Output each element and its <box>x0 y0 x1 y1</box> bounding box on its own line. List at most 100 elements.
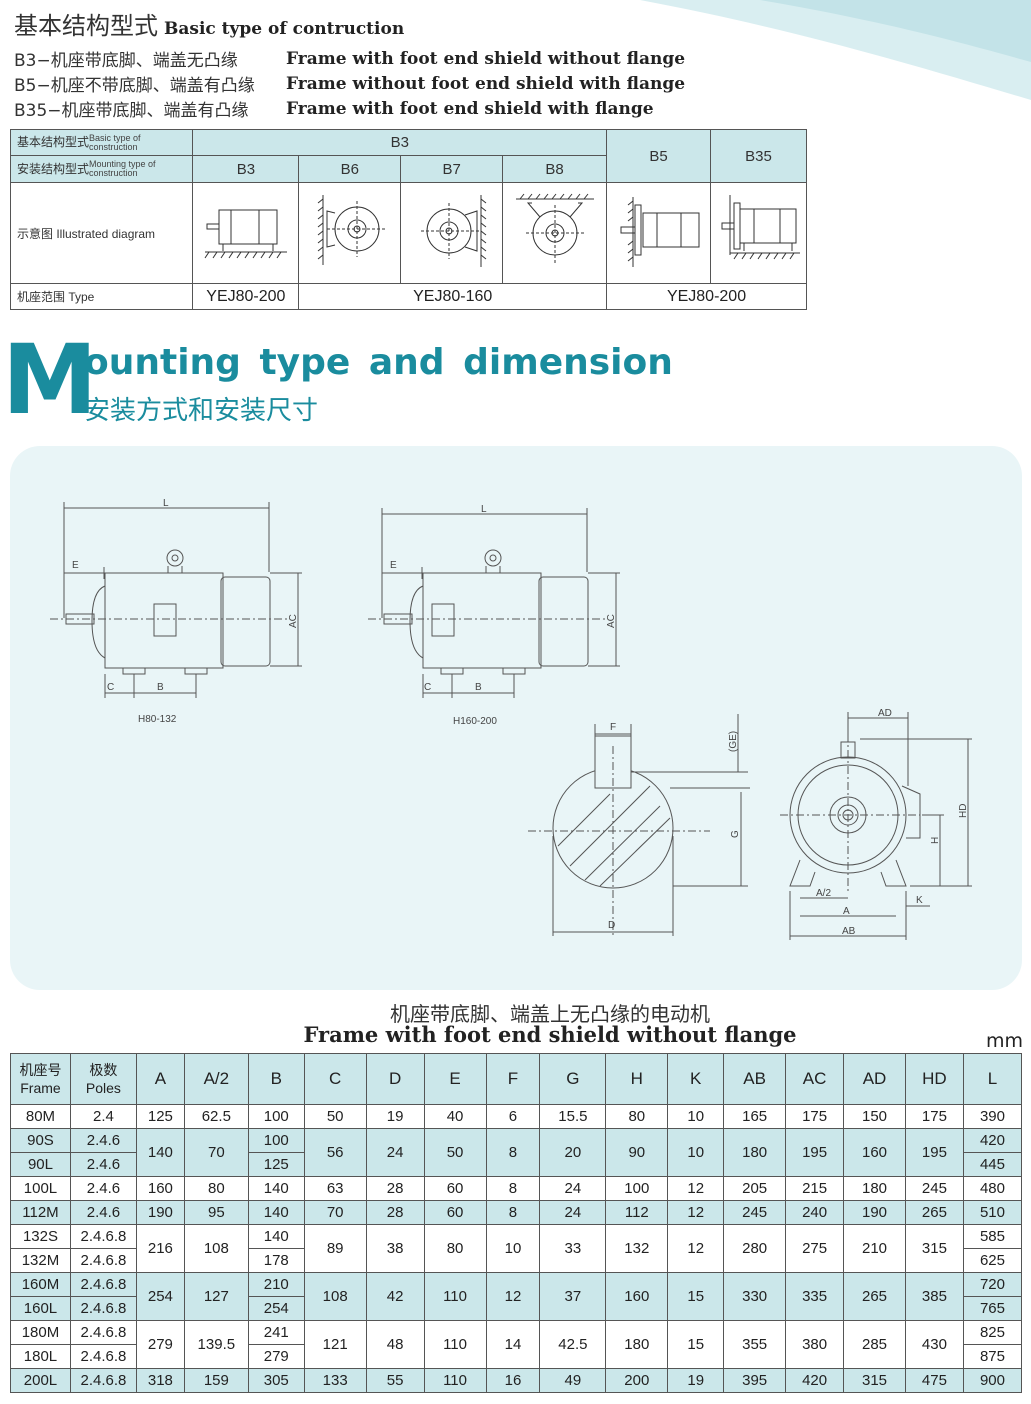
cell-B: 210 <box>247 1272 305 1297</box>
type-cn: B3−机座带底脚、端盖无凸缘 <box>14 51 238 71</box>
cell-AC: 195 <box>785 1128 845 1177</box>
motor-b3-diagram <box>204 209 287 259</box>
cell-B: 279 <box>247 1344 305 1369</box>
cell-A: 216 <box>135 1224 185 1273</box>
cell-AD: 190 <box>843 1200 906 1225</box>
cell-AC: 275 <box>785 1224 845 1273</box>
cell-HD: 385 <box>904 1272 964 1321</box>
cell-G: 37 <box>539 1272 607 1321</box>
cell-A2: 80 <box>183 1176 249 1201</box>
motor-b35-diagram <box>721 195 800 260</box>
motor-front-view <box>780 712 972 940</box>
mount-b8: B8 <box>502 155 608 183</box>
header-col: AD <box>843 1053 906 1105</box>
dim-G: G <box>730 830 741 838</box>
cell-AB: 330 <box>723 1272 787 1321</box>
cell-G: 20 <box>539 1128 607 1177</box>
diagram-b35 <box>710 182 807 284</box>
dim-AB: AB <box>842 926 856 937</box>
cell-B: 125 <box>247 1152 305 1177</box>
cell-frame: 180L <box>10 1344 71 1369</box>
cell-D: 48 <box>365 1320 425 1369</box>
cell-frame: 90L <box>10 1152 71 1177</box>
cell-E: 60 <box>423 1176 487 1201</box>
cell-A: 318 <box>135 1368 185 1393</box>
cell-A2: 108 <box>183 1224 249 1273</box>
cell-L: 825 <box>962 1320 1023 1345</box>
type-list: B3−机座带底脚、端盖无凸缘 Frame with foot end shiel… <box>14 46 685 122</box>
cell-B: 178 <box>247 1248 305 1273</box>
dim-F: F <box>610 722 616 733</box>
cell-C: 50 <box>303 1104 367 1129</box>
dim-AC: AC <box>606 614 617 628</box>
cell-A2: 127 <box>183 1272 249 1321</box>
cell-G: 24 <box>539 1176 607 1201</box>
cell-A2: 70 <box>183 1128 249 1177</box>
cell-L: 445 <box>962 1152 1023 1177</box>
dim-A2: A/2 <box>816 888 831 899</box>
cell-AC: 240 <box>785 1200 845 1225</box>
dim-C: C <box>424 682 431 693</box>
cell-C: 56 <box>303 1128 367 1177</box>
cell-C: 70 <box>303 1200 367 1225</box>
cell-HD: 475 <box>904 1368 964 1393</box>
header-col: D <box>365 1053 425 1105</box>
cell-E: 110 <box>423 1320 487 1369</box>
cell-L: 765 <box>962 1296 1023 1321</box>
dimension-diagram-panel: L E C B AC H80-132 L E C B AC H160-200 F… <box>10 446 1022 990</box>
diagram-b8 <box>502 182 608 284</box>
cell-H: 200 <box>605 1368 669 1393</box>
cell-H: 160 <box>605 1272 669 1321</box>
cell-HD: 245 <box>904 1176 964 1201</box>
mount-b6: B6 <box>298 155 402 183</box>
header-swoosh <box>640 0 1031 100</box>
range-b6-b8: YEJ80-160 <box>298 283 608 310</box>
basic-type-label: 基本结构型式Basic type of construction <box>9 129 194 156</box>
diagram-b3 <box>192 182 300 284</box>
header-col: H <box>605 1053 669 1105</box>
header-col: K <box>667 1053 725 1105</box>
header-col: AC <box>785 1053 845 1105</box>
cell-poles: 2.4.6.8 <box>69 1296 137 1321</box>
header-col: A <box>135 1053 185 1105</box>
cell-AB: 245 <box>723 1200 787 1225</box>
cell-AD: 315 <box>843 1368 906 1393</box>
cell-L: 480 <box>962 1176 1023 1201</box>
cell-B: 140 <box>247 1176 305 1201</box>
b3-group-header: B3 <box>192 129 608 156</box>
type-range-label: 机座范围 Type <box>9 283 194 310</box>
mounting-big-letter: M <box>2 324 98 436</box>
cell-AD: 210 <box>843 1224 906 1273</box>
dim-E: E <box>72 560 79 571</box>
cell-L: 585 <box>962 1224 1023 1249</box>
b35-header: B35 <box>710 129 807 183</box>
cell-frame: 160M <box>10 1272 71 1297</box>
cell-B: 140 <box>247 1200 305 1225</box>
cell-poles: 2.4.6.8 <box>69 1368 137 1393</box>
cell-E: 80 <box>423 1224 487 1273</box>
cell-A2: 139.5 <box>183 1320 249 1369</box>
cell-K: 12 <box>667 1176 725 1201</box>
dim-B: B <box>157 682 164 693</box>
cell-poles: 2.4.6 <box>69 1128 137 1153</box>
dim-K: K <box>916 895 923 906</box>
dim-B: B <box>475 682 482 693</box>
cell-poles: 2.4.6.8 <box>69 1224 137 1249</box>
cell-poles: 2.4 <box>69 1104 137 1129</box>
cell-AC: 420 <box>785 1368 845 1393</box>
dimension-table-title-cn: 机座带底脚、端盖上无凸缘的电动机 <box>390 1002 710 1026</box>
dim-C: C <box>107 682 114 693</box>
header-col: G <box>539 1053 607 1105</box>
structure-title-en: Basic type of contruction <box>164 19 405 39</box>
cell-A: 279 <box>135 1320 185 1369</box>
cell-K: 10 <box>667 1104 725 1129</box>
cell-AB: 355 <box>723 1320 787 1369</box>
cell-D: 42 <box>365 1272 425 1321</box>
cell-HD: 195 <box>904 1128 964 1177</box>
cell-HD: 315 <box>904 1224 964 1273</box>
